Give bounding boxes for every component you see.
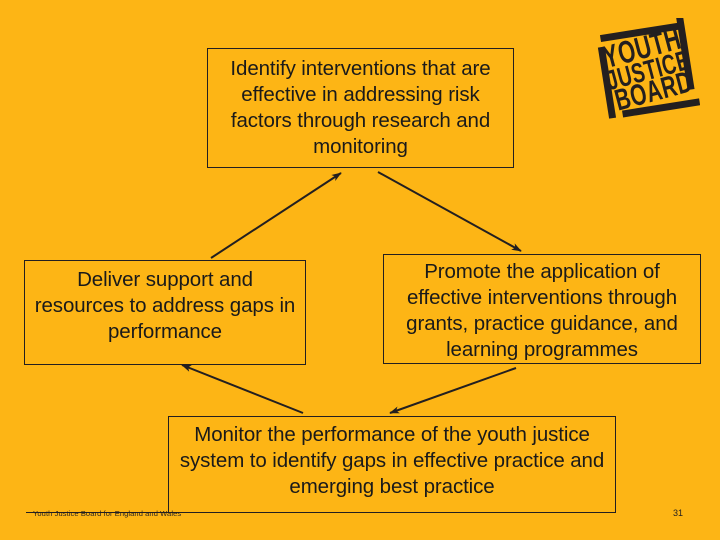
diagram-box-monitor-text: Monitor the performance of the youth jus…: [179, 423, 605, 499]
logo-frame-bottom: [622, 98, 700, 118]
footer-attribution: Youth Justice Board for England and Wale…: [33, 509, 182, 518]
arrow-promote-to-monitor: [389, 367, 517, 414]
logo-frame-right: [676, 18, 695, 91]
youth-justice-board-logo: YOUTH JUSTICE BOARD: [597, 18, 700, 119]
logo-frame-left: [597, 46, 617, 119]
diagram-box-identify[interactable]: Identify interventions that are effectiv…: [207, 48, 514, 168]
arrow-monitor-to-deliver: [181, 364, 304, 414]
logo-frame-top: [599, 22, 681, 43]
diagram-box-monitor[interactable]: Monitor the performance of the youth jus…: [168, 416, 616, 513]
diagram-box-deliver[interactable]: Deliver support and resources to address…: [24, 260, 306, 365]
arrow-identify-to-promote: [377, 171, 522, 252]
diagram-box-identify-text: Identify interventions that are effectiv…: [230, 57, 491, 159]
diagram-box-promote[interactable]: Promote the application of effective int…: [383, 254, 701, 364]
diagram-box-deliver-text: Deliver support and resources to address…: [34, 268, 296, 344]
page-number: 31: [673, 508, 684, 518]
diagram-box-promote-text: Promote the application of effective int…: [406, 260, 678, 362]
arrow-deliver-to-identify: [210, 172, 342, 259]
